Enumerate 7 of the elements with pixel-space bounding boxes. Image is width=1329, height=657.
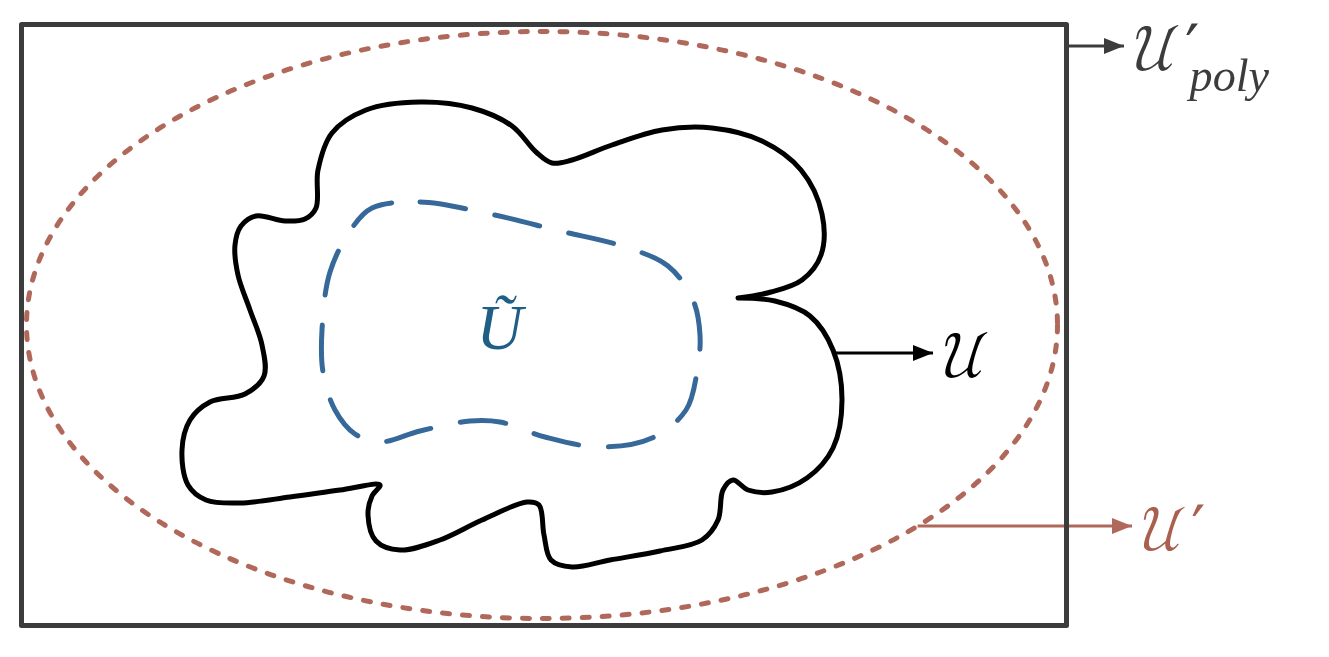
arrow xyxy=(835,345,933,361)
math-label: 𝒰′$_{poly}$ xyxy=(1124,4,1281,106)
arrow xyxy=(1069,38,1124,54)
math-label: Ũ xyxy=(467,283,535,376)
math-label: 𝒰′ xyxy=(1132,486,1221,576)
math-label: 𝒰 xyxy=(933,311,1006,404)
arrow xyxy=(917,518,1132,534)
